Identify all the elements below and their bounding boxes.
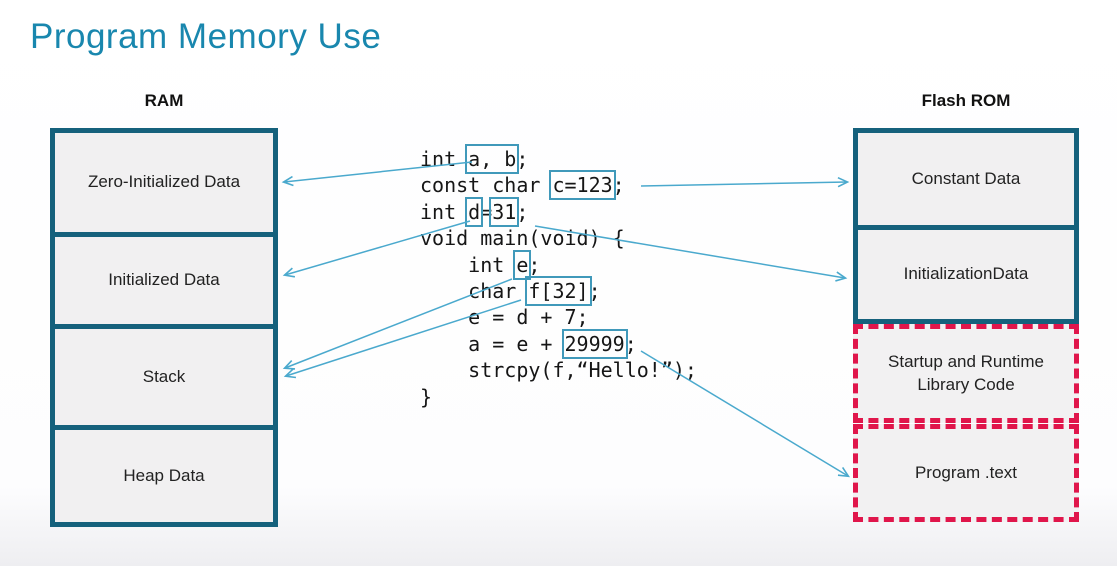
code-text: ;: [624, 331, 637, 356]
code-line-6: char f[32];: [420, 276, 697, 307]
code-text: const char: [420, 173, 553, 198]
code-text: }: [420, 384, 433, 409]
memory-block-label: Startup and Runtime Library Code: [888, 351, 1044, 394]
code-text: a = e +: [420, 331, 565, 356]
code-line-10: }: [420, 384, 697, 410]
code-text: ;: [588, 279, 601, 304]
memory-block-initialization-data: InitializationData: [853, 225, 1079, 324]
code-text: e = d + 7;: [420, 305, 589, 330]
flash-rom-column-label: Flash ROM: [921, 91, 1011, 110]
code-text: ;: [612, 173, 625, 198]
code-text: =: [480, 199, 493, 224]
code-line-7: e = d + 7;: [420, 304, 697, 330]
code-line-2: const char c=123;: [420, 170, 697, 201]
memory-block-label: InitializationData: [903, 264, 1029, 284]
code-text: int: [420, 147, 469, 171]
code-text: ;: [516, 147, 529, 171]
memory-block-startup-runtime-library-code: Startup and Runtime Library Code: [853, 324, 1079, 423]
c-source-code: int a, b;const char c=123;int d=31;void …: [420, 144, 697, 410]
page-title: Program Memory Use: [30, 17, 382, 56]
code-text: ;: [516, 199, 529, 224]
memory-block-label: Stack: [142, 366, 186, 386]
memory-block-label: Heap Data: [123, 465, 205, 485]
boxed-token: c=123: [549, 170, 616, 201]
boxed-token: 29999: [561, 328, 628, 359]
memory-block-label: Constant Data: [911, 168, 1021, 188]
memory-block-heap-data: Heap Data: [50, 425, 278, 527]
memory-block-stack: Stack: [50, 324, 278, 430]
code-line-1: int a, b;: [420, 144, 697, 174]
code-text: char: [420, 279, 529, 304]
memory-block-initialized-data: Initialized Data: [50, 232, 278, 329]
memory-block-label: Program .text: [914, 462, 1018, 482]
boxed-token: 31: [489, 196, 520, 227]
code-line-5: int e;: [420, 249, 697, 280]
boxed-token: a, b: [465, 144, 520, 174]
code-text: strcpy(f,“Hello!”);: [420, 358, 697, 383]
ram-column-label: RAM: [144, 91, 184, 110]
memory-block-zero-initialized-data: Zero-Initialized Data: [50, 128, 278, 237]
code-text: int: [420, 252, 517, 277]
memory-block-label: Initialized Data: [108, 270, 220, 290]
code-line-8: a = e + 29999;: [420, 328, 697, 359]
memory-block-constant-data: Constant Data: [853, 128, 1079, 230]
boxed-token: e: [513, 249, 532, 280]
code-text: void main(void) {: [420, 226, 625, 251]
memory-block-label: Zero-Initialized Data: [87, 172, 241, 192]
boxed-token: d: [465, 196, 484, 227]
boxed-token: f[32]: [525, 276, 592, 307]
memory-block-program-text: Program .text: [853, 424, 1079, 522]
code-line-9: strcpy(f,“Hello!”);: [420, 357, 697, 383]
code-line-4: void main(void) {: [420, 225, 697, 251]
code-text: ;: [528, 252, 541, 277]
code-line-3: int d=31;: [420, 196, 697, 227]
code-text: int: [420, 199, 469, 224]
